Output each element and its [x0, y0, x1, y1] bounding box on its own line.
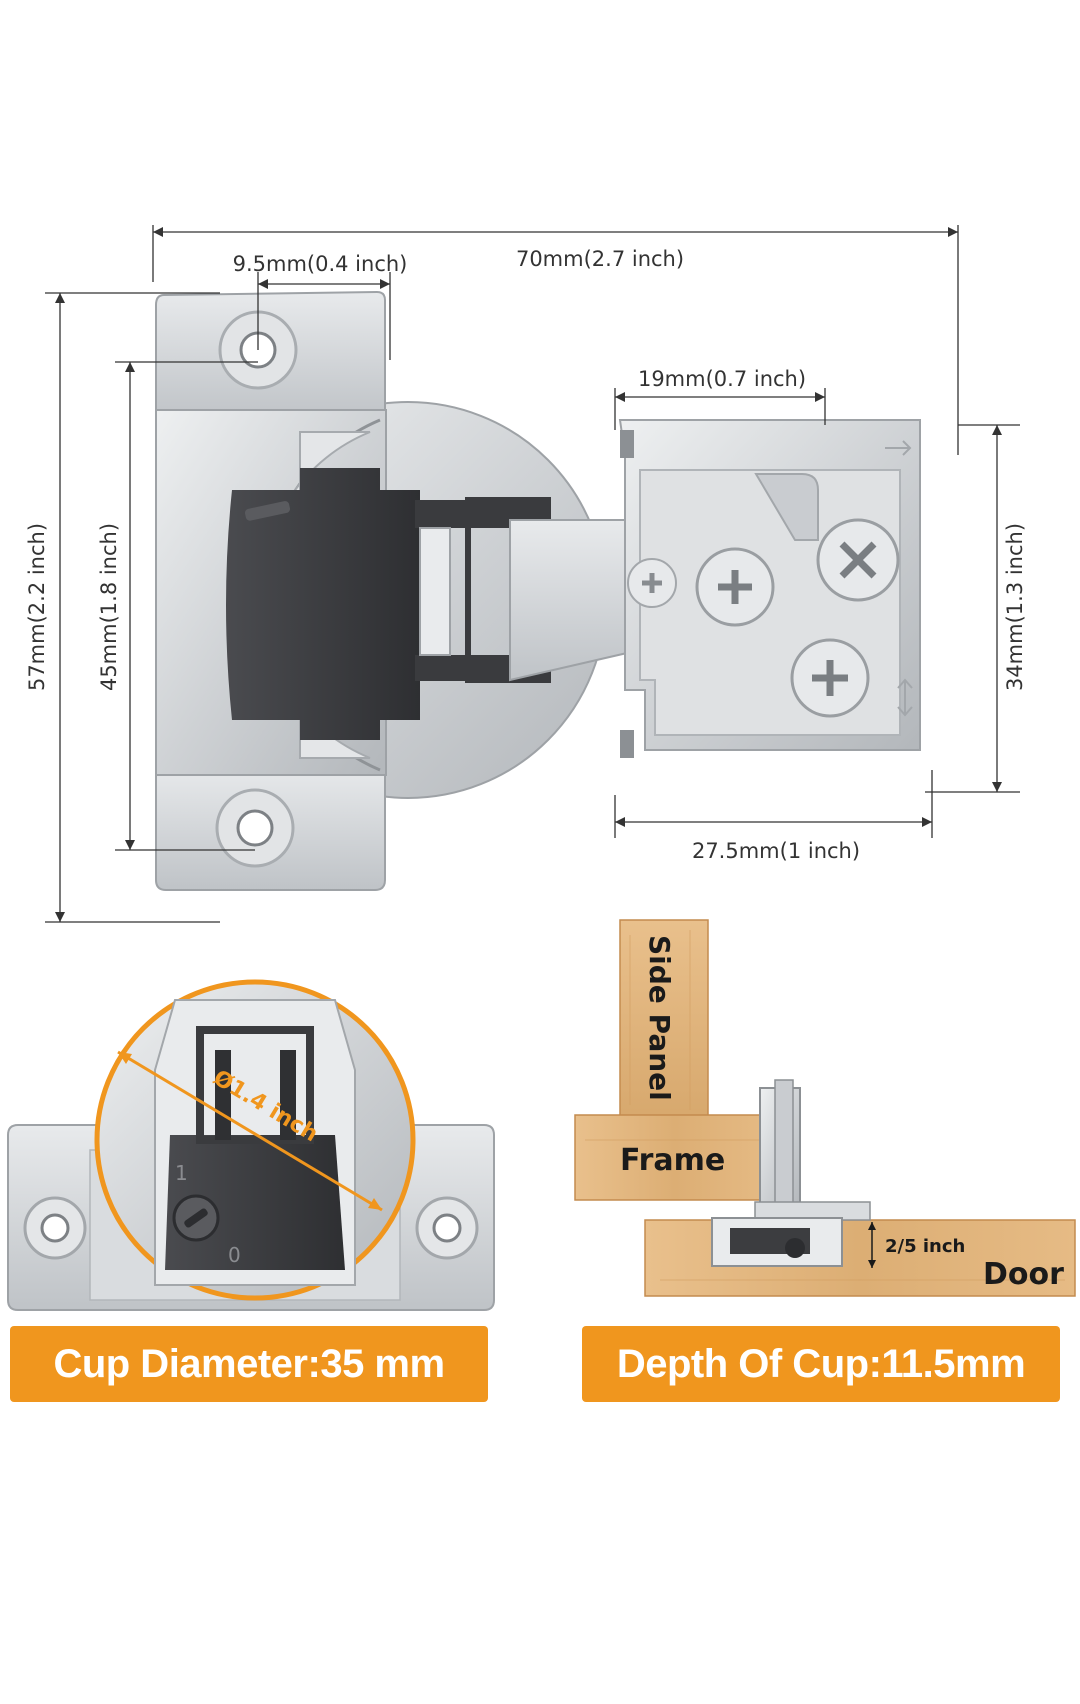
dim-overall-width: 70mm(2.7 inch)	[516, 247, 684, 271]
dim-overall-height: 57mm(2.2 inch)	[25, 523, 49, 691]
frame-label: Frame	[620, 1143, 725, 1178]
dim-hole-spacing: 45mm(1.8 inch)	[97, 523, 121, 691]
plate-screw-small	[627, 558, 677, 608]
install-view: Side Panel Frame Door 2/5 inch	[574, 919, 1076, 1297]
arm-pin	[419, 527, 451, 656]
gap-label: 2/5 inch	[885, 1236, 965, 1257]
dim-hole-offset: 9.5mm(0.4 inch)	[233, 252, 408, 276]
cup-depth-text: Depth Of Cup:11.5mm	[616, 1341, 1026, 1386]
cup-diameter-banner: Cup Diameter:35 mm	[10, 1326, 488, 1402]
hinge-arm	[509, 519, 641, 682]
cup-diameter-text: Cup Diameter:35 mm	[53, 1341, 445, 1386]
plate-screw-center	[695, 547, 775, 627]
adjust-mark-0: 0	[228, 1243, 241, 1267]
plate-tab-top	[620, 430, 634, 458]
dim-plate-height: 34mm(1.3 inch)	[1003, 523, 1027, 691]
hinge-top-view	[155, 290, 921, 891]
damper-mechanism	[226, 468, 420, 740]
door-label: Door	[983, 1257, 1064, 1292]
adjust-arrow-vertical-icon	[897, 678, 913, 717]
screw-hole-bottom-inner	[236, 809, 274, 847]
side-panel-label: Side Panel	[643, 935, 676, 1101]
adjust-mark-1: 1	[175, 1161, 188, 1185]
cup-detail-view: 1 0 Ø1.4 inch	[7, 979, 495, 1311]
dim-plate-width: 19mm(0.7 inch)	[638, 367, 806, 391]
plate-tab-bottom	[620, 730, 634, 758]
plate-screw-lower	[790, 638, 870, 718]
adjust-slot	[244, 501, 291, 521]
diameter-line	[117, 1050, 383, 1212]
adjust-arrow-horizontal-icon	[885, 440, 912, 456]
cup-arm-frame	[196, 1026, 314, 1144]
dim-plate-depth: 27.5mm(1 inch)	[692, 839, 860, 863]
dimension-lines	[45, 225, 1020, 923]
plate-screw-right	[816, 518, 900, 602]
plate-notch	[754, 473, 819, 541]
cup-depth-banner: Depth Of Cup:11.5mm	[582, 1326, 1060, 1402]
